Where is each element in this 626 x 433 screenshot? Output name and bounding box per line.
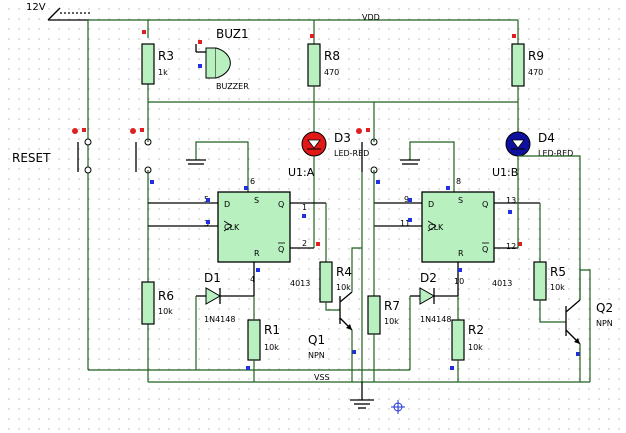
u1b-pinnum-qbar: 12 <box>506 242 516 251</box>
u1b-pinnum-clk: 11 <box>400 219 410 228</box>
u1b-pin-r: R <box>458 249 464 258</box>
u1a-pin-clk: CLK <box>224 223 240 232</box>
d3-ref: D3 <box>334 131 351 145</box>
r9-ref: R9 <box>528 49 544 63</box>
vdd-rail[interactable]: VDD <box>87 13 518 370</box>
u1b-pin-qbar: Q <box>482 245 488 254</box>
r2-ref: R2 <box>468 323 484 337</box>
u1a-pin-q: Q <box>278 200 284 209</box>
r5-ref: R5 <box>550 265 566 279</box>
r8-ref: R8 <box>324 49 340 63</box>
resistor-r8[interactable]: R8 470 <box>307 34 340 87</box>
d4-ref: D4 <box>538 131 555 145</box>
u1b-pin-s: S <box>458 196 463 205</box>
flipflop-u1a[interactable]: D S Q CLK R Q 6 5 3 1 2 4 U1:A 4013 <box>148 141 326 296</box>
vss-net-label: VSS <box>314 373 330 382</box>
resistor-r9[interactable]: R9 470 <box>511 34 544 87</box>
r4-ref: R4 <box>336 265 352 279</box>
u1b-pinnum-top: 8 <box>456 177 461 186</box>
u1a-pin-qbar: Q <box>278 245 284 254</box>
u1a-part: 4013 <box>290 279 310 288</box>
transistor-q2[interactable]: Q2 NPN <box>565 299 613 356</box>
r5-value: 10k <box>550 283 565 292</box>
diode-d1[interactable]: D1 1N4148 <box>196 271 254 324</box>
d1-ref: D1 <box>204 271 221 285</box>
u1a-pin-s: S <box>254 196 259 205</box>
r3-ref: R3 <box>158 49 174 63</box>
led-d4[interactable]: D4 LED-RED <box>505 131 573 158</box>
buzzer-value: BUZZER <box>216 82 249 91</box>
buzzer-buz1[interactable]: BUZ1 BUZZER <box>195 27 249 91</box>
r2-value: 10k <box>468 343 483 352</box>
diode-d2[interactable]: D2 1N4148 <box>410 271 458 324</box>
u1b-pinnum-bottom: 10 <box>454 277 464 286</box>
vss-rail[interactable]: VSS <box>88 369 590 383</box>
r3-value: 1k <box>158 68 168 77</box>
reset-switch[interactable]: RESET <box>12 128 92 174</box>
q1-ref: Q1 <box>308 333 325 347</box>
u1b-part: 4013 <box>492 279 512 288</box>
led-d3[interactable]: D3 LED-RED <box>301 128 370 158</box>
u1a-pinnum-bottom: 4 <box>250 275 255 284</box>
flipflop-u1b[interactable]: D S Q CLK R Q 8 9 11 13 12 10 U1:B 4013 <box>374 141 540 296</box>
u1a-pinnum-top: 6 <box>250 177 255 186</box>
q2-ref: Q2 <box>596 301 613 315</box>
resistor-r3[interactable]: R3 1k <box>141 30 174 85</box>
pushbutton-switch[interactable] <box>130 128 154 184</box>
r7-ref: R7 <box>384 299 400 313</box>
resistor-r7[interactable]: R7 10k <box>367 295 400 335</box>
power-terminal-12v[interactable]: 12V <box>26 2 90 21</box>
u1a-pinnum-q: 1 <box>302 203 307 212</box>
supply-label: 12V <box>26 2 46 13</box>
u1b-ref: U1:B <box>492 166 518 179</box>
u1b-pin-d: D <box>428 200 434 209</box>
u1a-pin-r: R <box>254 249 260 258</box>
u1b-pinnum-d: 9 <box>404 195 409 204</box>
q2-value: NPN <box>596 319 613 328</box>
u1a-ref: U1:A <box>288 166 315 179</box>
r7-value: 10k <box>384 317 399 326</box>
d2-ref: D2 <box>420 271 437 285</box>
r8-value: 470 <box>324 68 339 77</box>
r1-ref: R1 <box>264 323 280 337</box>
r6-ref: R6 <box>158 289 174 303</box>
resistor-r1[interactable]: R1 10k <box>247 319 280 361</box>
resistor-r2[interactable]: R2 10k <box>451 319 484 361</box>
u1b-pin-q: Q <box>482 200 488 209</box>
r6-value: 10k <box>158 307 173 316</box>
u1a-pin-d: D <box>224 200 230 209</box>
buzzer-ref: BUZ1 <box>216 27 249 41</box>
d2-value: 1N4148 <box>420 315 451 324</box>
origin-crosshair-icon <box>391 400 405 414</box>
q1-value: NPN <box>308 351 325 360</box>
transistor-q1[interactable]: Q1 NPN <box>308 291 356 360</box>
d4-value: LED-RED <box>538 149 573 158</box>
u1b-pin-clk: CLK <box>428 223 444 232</box>
resistor-r4[interactable]: R4 10k <box>319 261 352 303</box>
u1a-pinnum-qbar: 2 <box>302 239 307 248</box>
r1-value: 10k <box>264 343 279 352</box>
u1b-pinnum-q: 13 <box>506 196 516 205</box>
vdd-net-label: VDD <box>362 13 380 22</box>
ground-symbol[interactable] <box>350 382 374 409</box>
r9-value: 470 <box>528 68 543 77</box>
reset-label: RESET <box>12 151 51 165</box>
d3-value: LED-RED <box>334 149 369 158</box>
d1-value: 1N4148 <box>204 315 235 324</box>
pushbutton-switch-right[interactable] <box>361 138 380 184</box>
r4-value: 10k <box>336 283 351 292</box>
resistor-r5[interactable]: R5 10k <box>533 261 566 301</box>
resistor-r6[interactable]: R6 10k <box>141 281 174 325</box>
